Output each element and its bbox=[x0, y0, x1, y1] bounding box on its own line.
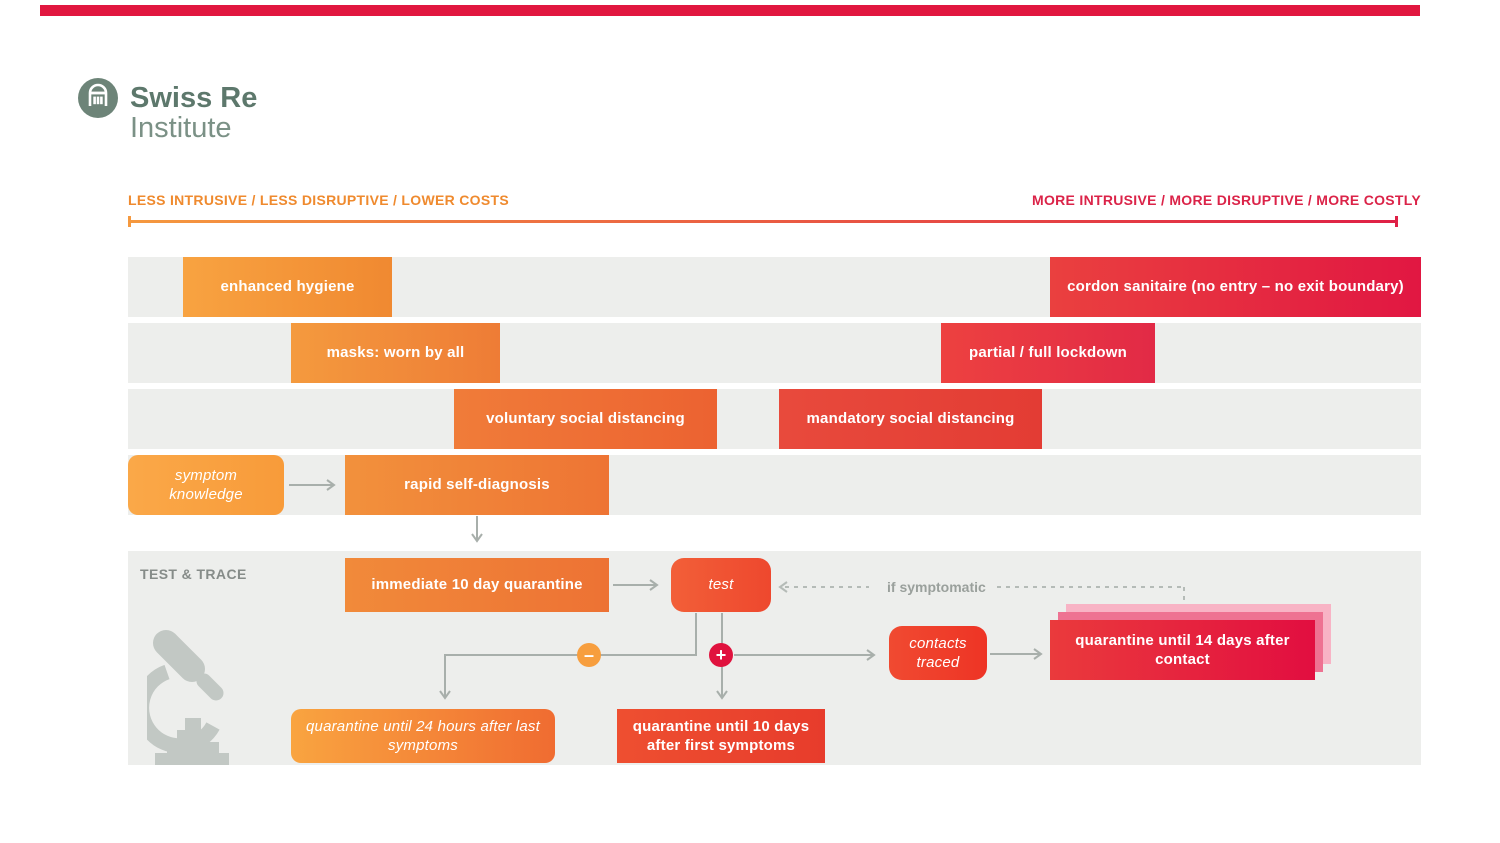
top-accent-bar bbox=[40, 5, 1420, 16]
box-label: test bbox=[708, 576, 734, 594]
axis-left-label: LESS INTRUSIVE / LESS DISRUPTIVE / LOWER… bbox=[128, 192, 509, 208]
box-label: masks: worn by all bbox=[326, 344, 465, 362]
box-quarantine-10-days: quarantine until 10 days after first sym… bbox=[617, 709, 825, 763]
box-test: test bbox=[671, 558, 771, 612]
box-symptom-knowledge: symptom knowledge bbox=[128, 455, 284, 515]
box-immediate-quarantine: immediate 10 day quarantine bbox=[345, 558, 609, 612]
axis-right-label: MORE INTRUSIVE / MORE DISRUPTIVE / MORE … bbox=[1032, 192, 1421, 208]
box-partial-full-lockdown: partial / full lockdown bbox=[941, 323, 1155, 383]
brand-name: Swiss Re bbox=[130, 82, 258, 114]
box-quarantine-14-days: quarantine until 14 days after contact bbox=[1050, 620, 1315, 680]
box-label: enhanced hygiene bbox=[220, 278, 355, 296]
box-label: partial / full lockdown bbox=[969, 344, 1127, 362]
band-row-3 bbox=[128, 389, 1421, 449]
box-mandatory-social-distancing: mandatory social distancing bbox=[779, 389, 1042, 449]
box-label: immediate 10 day quarantine bbox=[371, 576, 583, 594]
box-label: quarantine until 24 hours after last sym… bbox=[305, 717, 540, 755]
box-label: quarantine until 10 days after first sym… bbox=[632, 717, 810, 755]
box-label: cordon sanitaire (no entry – no exit bou… bbox=[1067, 278, 1404, 296]
plus-glyph: + bbox=[715, 645, 727, 665]
box-label: rapid self-diagnosis bbox=[404, 476, 550, 494]
positive-result-icon: + bbox=[709, 643, 733, 667]
spectrum-line-left-cap bbox=[128, 216, 131, 227]
box-contacts-traced: contacts traced bbox=[889, 626, 987, 680]
box-voluntary-social-distancing: voluntary social distancing bbox=[454, 389, 717, 449]
swissre-logo bbox=[78, 78, 118, 118]
box-label: quarantine until 14 days after contact bbox=[1075, 631, 1290, 669]
negative-result-icon: – bbox=[577, 643, 601, 667]
box-rapid-self-diagnosis: rapid self-diagnosis bbox=[345, 455, 609, 515]
if-symptomatic-label: if symptomatic bbox=[881, 579, 992, 595]
box-label: voluntary social distancing bbox=[486, 410, 685, 428]
brand-subtitle: Institute bbox=[130, 112, 232, 144]
box-enhanced-hygiene: enhanced hygiene bbox=[183, 257, 392, 317]
box-label: mandatory social distancing bbox=[806, 410, 1015, 428]
band-row-4 bbox=[128, 455, 1421, 515]
spectrum-line-right-cap bbox=[1395, 216, 1398, 227]
minus-glyph: – bbox=[583, 645, 594, 665]
microscope-icon bbox=[147, 630, 229, 765]
box-masks: masks: worn by all bbox=[291, 323, 500, 383]
box-label: contacts traced bbox=[909, 634, 967, 672]
swissre-logo-icon bbox=[88, 83, 108, 106]
section-label-test-trace: TEST & TRACE bbox=[140, 566, 247, 582]
box-quarantine-24-hours: quarantine until 24 hours after last sym… bbox=[291, 709, 555, 763]
box-label: symptom knowledge bbox=[169, 466, 243, 504]
box-cordon-sanitaire: cordon sanitaire (no entry – no exit bou… bbox=[1050, 257, 1421, 317]
spectrum-gradient-line bbox=[128, 220, 1398, 223]
